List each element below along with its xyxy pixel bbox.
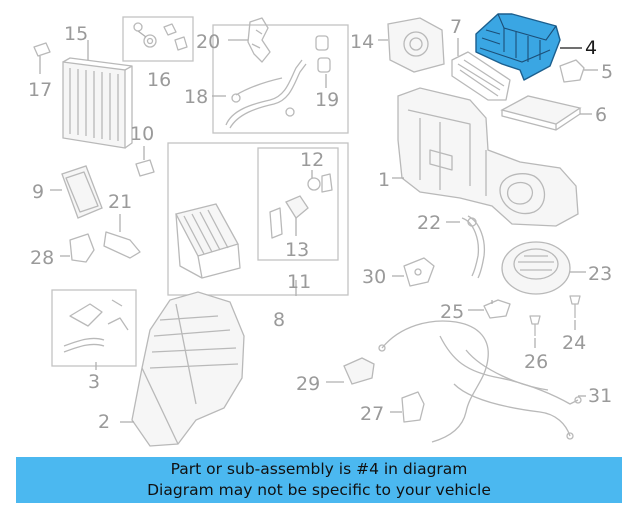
part-19 bbox=[315, 35, 331, 88]
callout-28: 28 bbox=[30, 247, 54, 269]
callout-11: 11 bbox=[287, 271, 311, 293]
part-8-evaporator bbox=[175, 203, 241, 279]
box-11 bbox=[257, 147, 339, 261]
part-26 bbox=[529, 315, 541, 348]
callout-1: 1 bbox=[378, 169, 390, 191]
callout-7: 7 bbox=[450, 16, 462, 38]
box-18-19 bbox=[212, 24, 349, 134]
callout-26: 26 bbox=[524, 351, 548, 373]
callout-20: 20 bbox=[196, 31, 220, 53]
callout-19: 19 bbox=[315, 89, 339, 111]
part-21 bbox=[103, 214, 141, 259]
callout-18: 18 bbox=[184, 86, 208, 108]
box-8 bbox=[167, 142, 349, 296]
callout-27: 27 bbox=[360, 403, 384, 425]
part-13 bbox=[269, 195, 309, 239]
info-banner: Part or sub-assembly is #4 in diagram Di… bbox=[16, 457, 622, 503]
box-3 bbox=[51, 289, 137, 367]
callout-16: 16 bbox=[147, 69, 171, 91]
callout-13: 13 bbox=[285, 239, 309, 261]
part-27 bbox=[390, 391, 425, 423]
part-3 bbox=[63, 299, 129, 353]
part-30 bbox=[392, 257, 435, 287]
part-12 bbox=[307, 170, 333, 193]
part-1 bbox=[392, 87, 579, 227]
callout-9: 9 bbox=[32, 181, 44, 203]
part-25 bbox=[468, 299, 511, 319]
callout-4[interactable]: 4 bbox=[585, 37, 597, 59]
callout-30: 30 bbox=[362, 266, 386, 288]
banner-line-2: Diagram may not be specific to your vehi… bbox=[147, 481, 491, 499]
part-5 bbox=[559, 59, 598, 83]
callout-23: 23 bbox=[588, 263, 612, 285]
part-9 bbox=[50, 165, 103, 219]
part-4-highlighted[interactable] bbox=[475, 13, 582, 81]
callout-3: 3 bbox=[88, 371, 100, 393]
callout-14: 14 bbox=[350, 31, 374, 53]
part-10 bbox=[135, 146, 155, 177]
part-17 bbox=[33, 42, 51, 74]
part-7 bbox=[451, 38, 511, 101]
part-2 bbox=[120, 291, 245, 447]
callout-12: 12 bbox=[300, 149, 324, 171]
part-28 bbox=[60, 233, 95, 263]
part-31-harness bbox=[378, 320, 586, 443]
part-16 bbox=[133, 22, 188, 51]
banner-line-1: Part or sub-assembly is #4 in diagram bbox=[170, 460, 468, 478]
part-22 bbox=[446, 215, 486, 279]
part-24 bbox=[569, 295, 581, 330]
callout-21: 21 bbox=[108, 191, 132, 213]
callout-15: 15 bbox=[64, 23, 88, 45]
part-15 bbox=[62, 57, 133, 149]
part-29 bbox=[326, 357, 375, 385]
part-23 bbox=[501, 241, 586, 295]
callout-31: 31 bbox=[588, 385, 612, 407]
callout-5: 5 bbox=[601, 61, 613, 83]
callout-24: 24 bbox=[562, 332, 586, 354]
callout-29: 29 bbox=[296, 373, 320, 395]
part-14 bbox=[378, 17, 445, 73]
callout-8: 8 bbox=[273, 309, 285, 331]
part-6 bbox=[500, 95, 592, 131]
callout-17: 17 bbox=[28, 79, 52, 101]
part-18 bbox=[225, 59, 307, 129]
callout-6: 6 bbox=[595, 104, 607, 126]
callout-22: 22 bbox=[417, 212, 441, 234]
box-16 bbox=[122, 16, 194, 62]
part-20 bbox=[228, 17, 271, 63]
callout-25: 25 bbox=[440, 301, 464, 323]
callout-2: 2 bbox=[98, 411, 110, 433]
callout-10: 10 bbox=[130, 123, 154, 145]
